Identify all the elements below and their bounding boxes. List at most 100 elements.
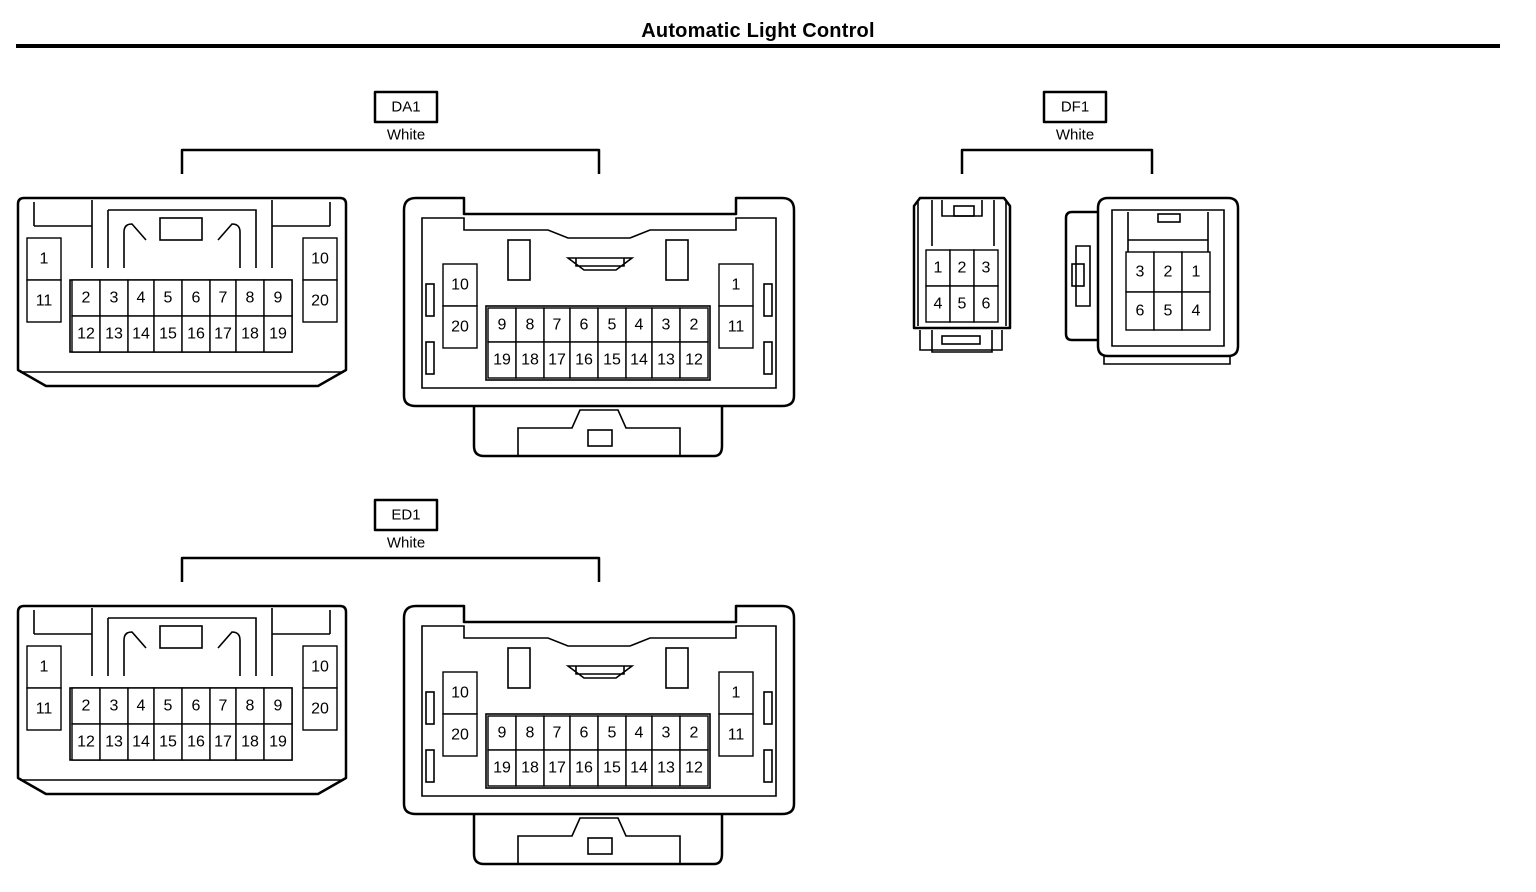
pin-number: 14 bbox=[630, 760, 648, 777]
pin-number: 19 bbox=[269, 734, 287, 751]
pin-number: 6 bbox=[1136, 303, 1145, 320]
pin-number: 9 bbox=[498, 317, 507, 334]
pin-number: 20 bbox=[311, 701, 329, 718]
pin-grid: 1 11 10 20 2 3 4 5 6 7 8 9 12 13 14 15 1… bbox=[26, 237, 338, 353]
pin-number: 1 bbox=[1192, 264, 1201, 281]
connector-bracket bbox=[180, 148, 601, 174]
pin-number: 5 bbox=[608, 317, 617, 334]
housing-left: 1 11 10 20 2 3 4 5 6 7 8 9 12 13 14 15 1… bbox=[16, 196, 348, 388]
pin-number: 5 bbox=[958, 296, 967, 313]
pin-number: 3 bbox=[110, 698, 119, 715]
pin-number: 3 bbox=[662, 317, 671, 334]
pin-number: 11 bbox=[728, 319, 745, 336]
pin-number: 14 bbox=[630, 352, 648, 369]
pin-number: 3 bbox=[110, 290, 119, 307]
connector-id-box bbox=[373, 90, 439, 124]
pin-number: 18 bbox=[521, 760, 539, 777]
pin-number: 4 bbox=[635, 317, 644, 334]
pin-number: 4 bbox=[1192, 303, 1201, 320]
housing-right: 10 20 1 11 9 8 7 6 5 4 3 2 19 18 17 16 1… bbox=[402, 196, 796, 458]
pin-number: 15 bbox=[603, 352, 621, 369]
pin-number: 9 bbox=[274, 698, 283, 715]
pin-number: 2 bbox=[1164, 264, 1173, 281]
pin-number: 20 bbox=[311, 293, 329, 310]
housing-left: 1 11 10 20 2 3 4 5 6 7 8 9 12 13 14 15 1… bbox=[16, 604, 348, 796]
connector-bracket bbox=[180, 556, 601, 582]
pin-number: 8 bbox=[246, 698, 255, 715]
pin-number: 3 bbox=[662, 725, 671, 742]
pin-number: 1 bbox=[40, 659, 49, 676]
pin-number: 17 bbox=[214, 326, 232, 343]
pin-number: 1 bbox=[732, 685, 741, 702]
connector-da1: DA1 White 1 11 10 20 2 3 4 5 6 7 bbox=[16, 90, 796, 458]
pin-number: 18 bbox=[241, 326, 259, 343]
pin-number: 16 bbox=[575, 352, 593, 369]
pin-number: 6 bbox=[580, 317, 589, 334]
pin-number: 10 bbox=[451, 685, 469, 702]
pin-number: 15 bbox=[159, 734, 177, 751]
pin-number: 7 bbox=[553, 725, 562, 742]
pin-number: 6 bbox=[982, 296, 991, 313]
pin-number: 15 bbox=[603, 760, 621, 777]
pin-number: 2 bbox=[82, 290, 91, 307]
pin-number: 2 bbox=[690, 725, 699, 742]
pin-number: 9 bbox=[498, 725, 507, 742]
pin-number: 3 bbox=[1136, 264, 1145, 281]
pin-number: 16 bbox=[187, 734, 205, 751]
connector-color-label: White bbox=[387, 535, 425, 552]
pin-number: 20 bbox=[451, 319, 469, 336]
pin-grid: 1 11 10 20 2 3 4 5 6 7 8 9 12 13 14 15 1… bbox=[26, 645, 338, 761]
pin-number: 7 bbox=[219, 698, 228, 715]
pin-grid: 1 2 3 4 5 6 bbox=[925, 249, 999, 323]
pin-number: 17 bbox=[548, 760, 566, 777]
housing-right: 10 20 1 11 9 8 7 6 5 4 3 2 19 18 17 16 1… bbox=[402, 604, 796, 866]
pin-number: 12 bbox=[77, 734, 95, 751]
title-underline bbox=[16, 44, 1500, 48]
pin-number: 13 bbox=[657, 352, 675, 369]
pin-number: 7 bbox=[553, 317, 562, 334]
pin-number: 18 bbox=[241, 734, 259, 751]
pin-number: 8 bbox=[246, 290, 255, 307]
pin-number: 4 bbox=[934, 296, 943, 313]
connector-id-label: DA1 bbox=[391, 99, 420, 116]
connector-id-box bbox=[1042, 90, 1108, 124]
pin-number: 4 bbox=[635, 725, 644, 742]
pin-number: 7 bbox=[219, 290, 228, 307]
pin-number: 19 bbox=[493, 352, 511, 369]
connector-color-label: White bbox=[387, 127, 425, 144]
pin-grid: 10 20 1 11 9 8 7 6 5 4 3 2 19 18 17 16 1… bbox=[442, 671, 754, 789]
pin-number: 12 bbox=[685, 760, 703, 777]
pin-number: 12 bbox=[77, 326, 95, 343]
pin-number: 3 bbox=[982, 260, 991, 277]
connector-df1: DF1 White 1 2 3 4 5 6 bbox=[912, 90, 1240, 365]
pin-number: 16 bbox=[575, 760, 593, 777]
pin-number: 10 bbox=[451, 277, 469, 294]
pin-number: 4 bbox=[137, 698, 146, 715]
diagram-title: Automatic Light Control bbox=[641, 20, 875, 42]
pin-number: 1 bbox=[40, 251, 49, 268]
pin-number: 16 bbox=[187, 326, 205, 343]
housing-right: 3 2 1 6 5 4 bbox=[1064, 196, 1240, 365]
pin-number: 1 bbox=[934, 260, 943, 277]
connector-id-box bbox=[373, 498, 439, 532]
pin-number: 20 bbox=[451, 727, 469, 744]
pin-number: 8 bbox=[526, 725, 535, 742]
pin-number: 11 bbox=[36, 701, 53, 718]
pin-number: 10 bbox=[311, 659, 329, 676]
pin-number: 4 bbox=[137, 290, 146, 307]
connector-color-label: White bbox=[1056, 127, 1094, 144]
pin-number: 5 bbox=[608, 725, 617, 742]
pin-number: 9 bbox=[274, 290, 283, 307]
housing-left: 1 2 3 4 5 6 bbox=[912, 196, 1012, 353]
pin-number: 15 bbox=[159, 326, 177, 343]
pin-number: 11 bbox=[36, 293, 53, 310]
pin-number: 1 bbox=[732, 277, 741, 294]
pin-grid: 3 2 1 6 5 4 bbox=[1125, 251, 1211, 331]
pin-number: 6 bbox=[192, 290, 201, 307]
connector-ed1: ED1 White 1 11 10 20 2 3 4 5 6 7 bbox=[16, 498, 796, 866]
pin-number: 19 bbox=[269, 326, 287, 343]
pin-number: 6 bbox=[192, 698, 201, 715]
pin-number: 2 bbox=[958, 260, 967, 277]
pin-number: 2 bbox=[82, 698, 91, 715]
